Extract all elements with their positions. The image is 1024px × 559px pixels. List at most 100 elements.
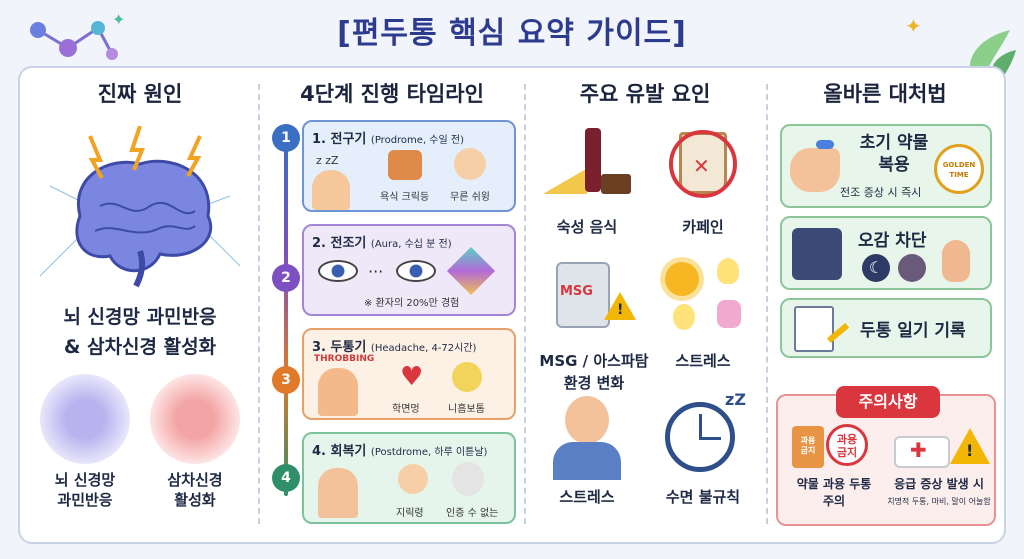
card-title: 두통 일기 기록 (860, 321, 966, 341)
neuron-label: 뇌 신경망 과민반응 (54, 471, 116, 509)
cause-heading: 진짜 원인 (97, 82, 183, 106)
stage-number: 4 (272, 464, 300, 492)
tired-person-icon (318, 468, 358, 518)
ear-icon (942, 240, 970, 282)
cause-column: 진짜 원인 뇌 신경망 과민반응 & 삼차신경 활성화 뇌 신경망 과민반응 삼… (26, 74, 254, 534)
stage-label: 지릭령 (396, 508, 424, 519)
moon-icon: ☾ (862, 254, 890, 282)
page-title: [편두통 핵심 요약 가이드] (337, 16, 687, 51)
stage-aura: 2. 전조기 (Aura, 수십 분 전) ··· ※ 환자의 20%만 경험 (302, 224, 516, 316)
stage-title: 2. 전조기 (Aura, 수십 분 전) (312, 236, 452, 251)
trigger-aged-food: 숙성 음식 (532, 122, 642, 238)
response-column: 올바른 대처법 초기 약물 복용 전조 증상 시 즉시 GOLDEN TIME … (772, 74, 998, 534)
card-subtitle: 전조 증상 시 즉시 (840, 186, 922, 199)
stage-prodrome: 1. 전구기 (Prodrome, 수일 전) z zZ 욕식 크릭등 무른 쉬… (302, 120, 516, 212)
hand-pill-icon (790, 148, 840, 192)
card-title: 초기 약물 복용 (859, 133, 929, 175)
stage-headache: 3. 두통기 (Headache, 4-72시간) THROBBING ♥ 학면… (302, 328, 516, 420)
stressed-person-icon (539, 392, 635, 482)
trigger-label: 카페인 (682, 218, 724, 236)
trigger-label: MSG / 아스파탐 (539, 352, 649, 370)
stage-title: 4. 회복기 (Postdrome, 하루 이튿날) (312, 444, 488, 459)
timeline-line (284, 136, 288, 496)
overuse-forbidden-badge: 과용 금지 (826, 424, 868, 466)
card-headache-diary: 두통 일기 기록 (780, 298, 992, 358)
card-block-senses: 오감 차단 ☾ (780, 216, 992, 290)
trigger-label: 숙성 음식 (556, 218, 618, 236)
red-cross-icon: ✚ (910, 438, 927, 462)
clock-icon: zZ (655, 390, 751, 482)
column-divider (766, 84, 768, 524)
face-icon (398, 464, 428, 494)
pill-bottle-icon: 과용 금지 (792, 426, 824, 468)
timeline-column: 4단계 진행 타임라인 1 1. 전구기 (Prodrome, 수일 전) z … (262, 74, 522, 534)
overuse-caution-text: 약물 과용 두통 주의 (796, 477, 872, 508)
face-icon (454, 148, 486, 180)
ambulance-icon (894, 436, 950, 468)
pill-icon (816, 140, 834, 149)
response-heading: 올바른 대처법 (823, 82, 947, 106)
stage-number: 3 (272, 366, 300, 394)
warning-exclamation: ! (966, 441, 974, 460)
aura-prism-icon (446, 246, 496, 296)
ear-cover-icon (898, 254, 926, 282)
card-title: 오감 차단 (858, 231, 927, 251)
eye-icon (396, 260, 436, 282)
card-early-medication: 초기 약물 복용 전조 증상 시 즉시 GOLDEN TIME (780, 124, 992, 208)
sun-light-icon (655, 256, 751, 346)
trigger-caffeine: ✕ 카페인 (648, 122, 758, 238)
column-divider (524, 84, 526, 524)
throbbing-text: THROBBING (314, 354, 375, 364)
tired-person-icon (312, 170, 350, 210)
stage-postdrome: 4. 회복기 (Postdrome, 하루 이튿날) 지릭령 인증 수 없는 (302, 432, 516, 524)
stage-label: 학면멍 (392, 404, 420, 415)
coffee-cup-icon: ✕ (655, 122, 751, 212)
trigger-msg-environment: MSG ! MSG / 아스파탐 환경 변화 (532, 256, 656, 394)
trigger-stress-light: 스트레스 (648, 256, 758, 372)
sparkle-icon: ✦ (112, 10, 126, 29)
cause-summary: 뇌 신경망 과민반응 & 삼차신경 활성화 (63, 306, 217, 358)
warning-triangle-icon (950, 428, 990, 464)
cheese-wine-icon (539, 122, 635, 212)
trigeminal-nerve-icon (150, 374, 240, 464)
heartbeat-icon: ♥ (400, 362, 424, 392)
timeline-heading: 4단계 진행 타임라인 (300, 82, 484, 106)
trigger-column: 주요 유발 요인 숙성 음식 ✕ 카페인 MSG ! MSG / 아스파탐 환경… (528, 74, 762, 534)
stage-label: 무른 쉬윙 (450, 192, 490, 203)
trigger-label: 수면 불규칙 (665, 488, 741, 506)
snack-icon (388, 150, 422, 180)
stage-label: 니흠보톰 (448, 404, 485, 415)
eye-icon (318, 260, 358, 282)
trigger-heading: 주요 유발 요인 (579, 82, 711, 106)
neuron-icon (40, 374, 130, 464)
stage-label: 욕식 크릭등 (380, 192, 430, 203)
brain-fog-icon (452, 462, 484, 496)
stage-number: 2 (272, 264, 300, 292)
stage-title: 1. 전구기 (Prodrome, 수일 전) (312, 132, 464, 147)
column-divider (258, 84, 260, 524)
golden-time-stopwatch-icon: GOLDEN TIME (934, 144, 984, 194)
nausea-face-icon (452, 362, 482, 392)
sparkle-icon: ✦ (905, 14, 922, 38)
emergency-text: 응급 증상 발생 시 치명적 두통, 마비, 말이 어눌함 (887, 477, 991, 506)
molecule-decoration (30, 21, 118, 60)
sleep-zz: z zZ (316, 154, 339, 167)
stage-label: 인증 수 없는 (446, 508, 499, 519)
notebook-icon (794, 306, 834, 352)
trigger-label: 스트레스 (675, 352, 731, 370)
aura-note: ※ 환자의 20%만 경험 (364, 298, 460, 309)
stage-title: 3. 두통기 (Headache, 4-72시간) (312, 340, 477, 355)
trigger-label: 환경 변화 (563, 374, 625, 392)
caution-heading: 주의사항 (836, 386, 940, 418)
brain-icon (40, 126, 240, 288)
dark-room-icon (792, 228, 842, 280)
trigger-irregular-sleep: zZ 수면 불규칙 (648, 390, 758, 508)
caution-box: 주의사항 과용 금지 과용 금지 ✚ ! 약물 과용 두통 주의 응급 증상 발… (776, 386, 996, 526)
headache-person-icon (318, 368, 358, 416)
ellipsis: ··· (368, 262, 384, 281)
msg-bag-icon: MSG ! (546, 256, 642, 346)
trigeminal-label: 삼차신경 활성화 (167, 471, 223, 509)
trigger-stress: 스트레스 (532, 392, 642, 508)
trigger-label: 스트레스 (559, 488, 615, 506)
stage-number: 1 (272, 124, 300, 152)
